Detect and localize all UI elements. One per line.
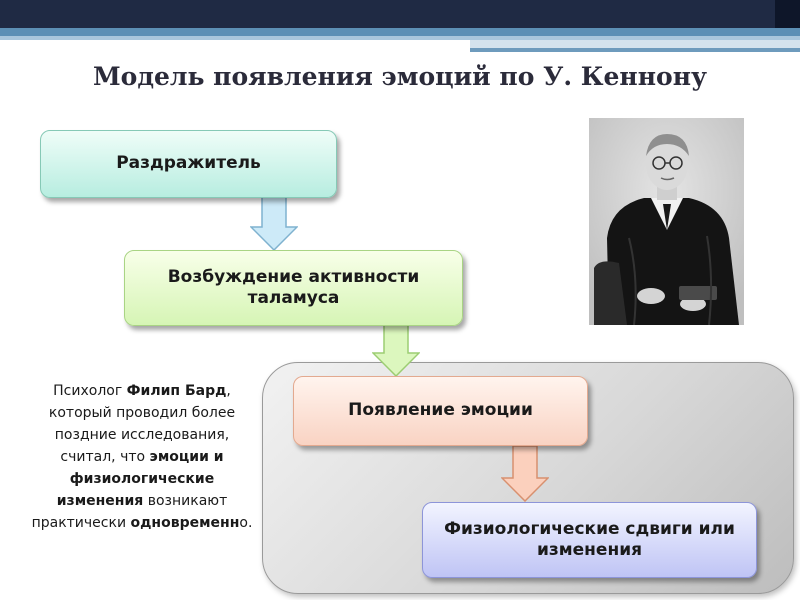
node-emotion: Появление эмоции	[293, 376, 588, 446]
node-physiological-changes: Физиологические сдвиги или изменения	[422, 502, 757, 578]
portrait-photo	[589, 118, 744, 325]
top-stripe-right-accent	[470, 48, 800, 52]
top-banner-corner	[775, 0, 800, 28]
node-thalamus: Возбуждение активности таламуса	[124, 250, 463, 326]
node-stimulus: Раздражитель	[40, 130, 337, 198]
arrow-down-icon	[250, 197, 298, 251]
slide-title: Модель появления эмоций по У. Кеннону	[92, 62, 708, 91]
top-stripe-light	[0, 36, 800, 40]
arrow-down-icon	[372, 325, 420, 377]
top-stripe-right	[470, 40, 800, 48]
arrow-down-icon	[501, 446, 549, 502]
note-text: Психолог Филип Бард, который проводил бо…	[31, 383, 253, 531]
top-stripe	[0, 28, 800, 36]
top-banner	[0, 0, 800, 28]
